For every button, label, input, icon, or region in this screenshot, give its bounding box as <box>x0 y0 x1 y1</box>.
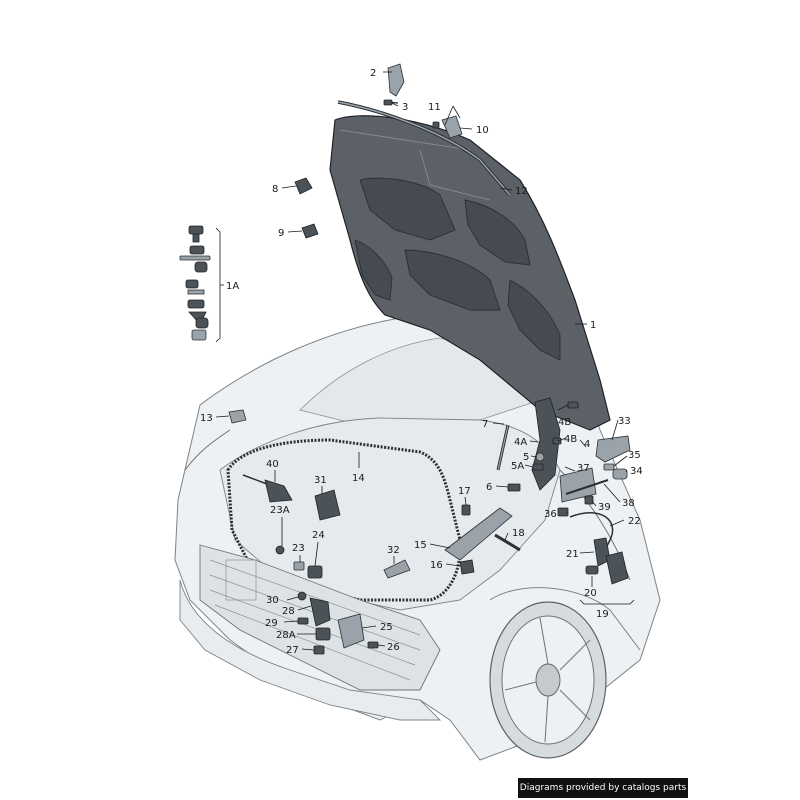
hood-panel-1 <box>329 100 611 431</box>
callout-4B-mid[interactable]: 4B <box>564 434 577 445</box>
callout-33[interactable]: 33 <box>618 416 631 427</box>
callout-13[interactable]: 13 <box>200 413 213 424</box>
callout-17[interactable]: 17 <box>458 486 471 497</box>
callout-2[interactable]: 2 <box>370 68 376 79</box>
callout-37[interactable]: 37 <box>577 463 590 474</box>
callout-12[interactable]: 12 <box>515 186 528 197</box>
callout-18[interactable]: 18 <box>512 528 525 539</box>
callout-28A[interactable]: 28A <box>276 630 296 641</box>
callout-27[interactable]: 27 <box>286 645 299 656</box>
callout-7[interactable]: 7 <box>482 419 488 430</box>
callout-6[interactable]: 6 <box>486 482 492 493</box>
callout-4[interactable]: 4 <box>584 439 590 450</box>
callout-4B-top[interactable]: 4B <box>558 417 571 428</box>
callout-25[interactable]: 25 <box>380 622 393 633</box>
fastener-set-1A <box>179 225 211 341</box>
callout-19[interactable]: 19 <box>596 609 609 620</box>
callout-10[interactable]: 10 <box>476 125 489 136</box>
callout-28[interactable]: 28 <box>282 606 295 617</box>
callout-11[interactable]: 11 <box>428 102 441 113</box>
callout-36[interactable]: 36 <box>544 509 557 520</box>
callout-39[interactable]: 39 <box>598 502 611 513</box>
callout-32[interactable]: 32 <box>387 545 400 556</box>
callout-26[interactable]: 26 <box>387 642 400 653</box>
callout-4A[interactable]: 4A <box>514 437 527 448</box>
callout-38[interactable]: 38 <box>622 498 635 509</box>
credit-banner: Diagrams provided by catalogs parts <box>518 778 688 798</box>
callout-9[interactable]: 9 <box>278 228 284 239</box>
front-wheel <box>489 587 641 759</box>
callout-21[interactable]: 21 <box>566 549 579 560</box>
callout-20[interactable]: 20 <box>584 588 597 599</box>
callout-1A[interactable]: 1A <box>226 281 239 292</box>
callout-5[interactable]: 5 <box>523 452 529 463</box>
callout-22[interactable]: 22 <box>628 516 641 527</box>
callout-24[interactable]: 24 <box>312 530 325 541</box>
callout-labels: 2 3 11 10 12 8 9 1A 1 13 7 4B 33 4A 4B 4… <box>200 68 643 656</box>
callout-30[interactable]: 30 <box>266 595 279 606</box>
callout-23A[interactable]: 23A <box>270 505 290 516</box>
callout-31[interactable]: 31 <box>314 475 327 486</box>
callout-40[interactable]: 40 <box>266 459 279 470</box>
small-parts <box>179 63 631 655</box>
callout-29[interactable]: 29 <box>265 618 278 629</box>
callout-35[interactable]: 35 <box>628 450 641 461</box>
callout-1[interactable]: 1 <box>590 320 596 331</box>
callout-14[interactable]: 14 <box>352 473 365 484</box>
callout-5A[interactable]: 5A <box>511 461 524 472</box>
leader-lines <box>215 71 635 651</box>
callout-15[interactable]: 15 <box>414 540 427 551</box>
callout-23[interactable]: 23 <box>292 543 305 554</box>
callout-16[interactable]: 16 <box>430 560 443 571</box>
callout-8[interactable]: 8 <box>272 184 278 195</box>
hood-seal-14 <box>226 438 462 602</box>
callout-3[interactable]: 3 <box>402 102 408 113</box>
callout-34[interactable]: 34 <box>630 466 643 477</box>
